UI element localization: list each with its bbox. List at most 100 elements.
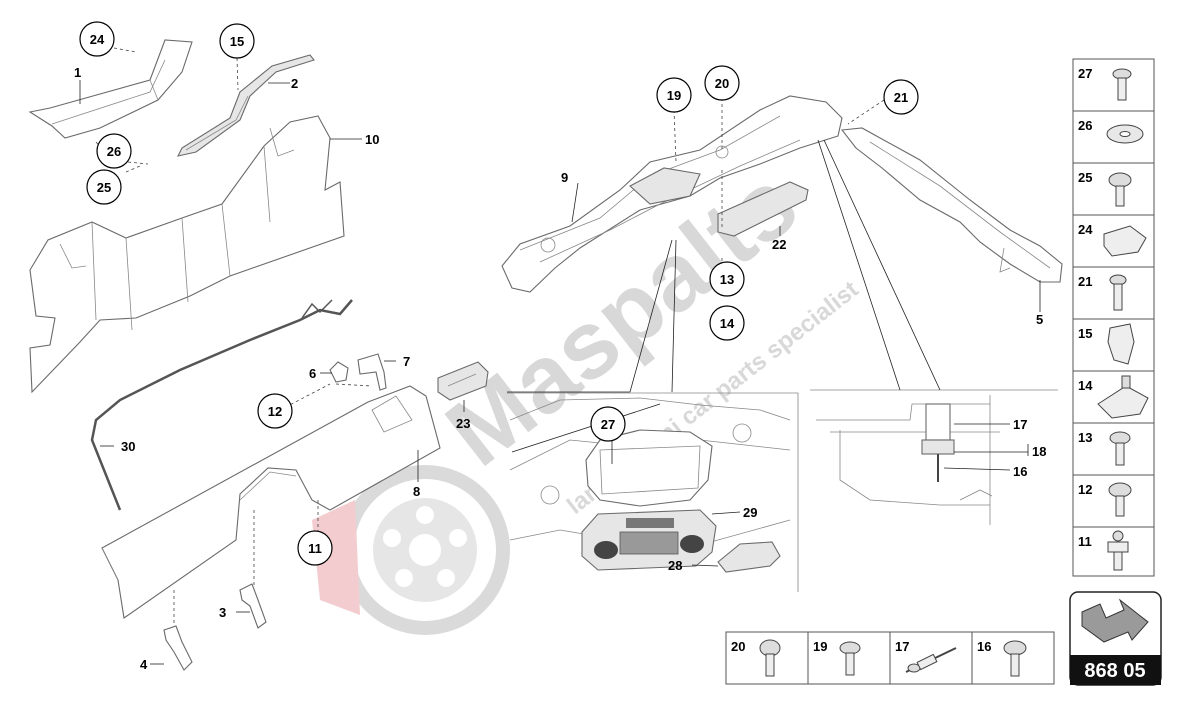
washer-icon (1106, 124, 1144, 144)
hw-cell-24[interactable]: 24 (1072, 214, 1155, 268)
label-30[interactable]: 30 (121, 439, 135, 454)
part-30-cable (90, 299, 353, 511)
hw-label-15: 15 (1078, 326, 1092, 341)
label-16[interactable]: 16 (1013, 464, 1027, 479)
hw-label-19: 19 (813, 639, 827, 654)
hw-cell-15[interactable]: 15 (1072, 318, 1155, 372)
label-18[interactable]: 18 (1032, 444, 1046, 459)
part-9-roof-lining (501, 95, 843, 293)
label-4[interactable]: 4 (140, 657, 148, 672)
label-1[interactable]: 1 (74, 65, 81, 80)
callout-21[interactable]: 21 (883, 79, 919, 115)
watermark-wheel-logo (312, 465, 510, 635)
hw-cell-16[interactable]: 16 (971, 631, 1055, 685)
part-22-sun-visor (717, 181, 809, 237)
part-2-trim-strip (176, 54, 315, 157)
part-3-bracket (239, 583, 267, 629)
callout-26[interactable]: 26 (96, 133, 132, 169)
hw-label-24: 24 (1078, 222, 1093, 237)
rivet-icon (759, 639, 781, 677)
catalog-code: 868 05 (1084, 660, 1145, 682)
callout-26-label: 26 (107, 144, 121, 159)
label-28[interactable]: 28 (668, 558, 682, 573)
hw-cell-25[interactable]: 25 (1072, 162, 1155, 216)
label-9[interactable]: 9 (561, 170, 568, 185)
hw-label-21: 21 (1078, 274, 1092, 289)
hw-cell-26[interactable]: 26 (1072, 110, 1155, 164)
hw-cell-12[interactable]: 12 (1072, 474, 1155, 528)
callout-27-label: 27 (601, 417, 615, 432)
screw-icon (1109, 431, 1131, 466)
part-6-clip (329, 361, 349, 383)
callout-13-label: 13 (720, 272, 734, 287)
part-4-bracket (163, 625, 193, 671)
hw-label-12: 12 (1078, 482, 1092, 497)
hw-cell-19[interactable]: 19 (807, 631, 891, 685)
stud-icon (1107, 530, 1129, 571)
label-2[interactable]: 2 (291, 76, 298, 91)
detail-view-fastening (810, 389, 1058, 525)
screw-icon (1003, 640, 1027, 677)
callout-13[interactable]: 13 (709, 261, 745, 297)
label-3[interactable]: 3 (219, 605, 226, 620)
catalog-badge: 868 05 (1069, 591, 1162, 686)
label-7[interactable]: 7 (403, 354, 410, 369)
label-23[interactable]: 23 (456, 416, 470, 431)
callout-25-label: 25 (97, 180, 111, 195)
hardware-legend-column: 27 26 25 24 21 15 14 (1072, 58, 1155, 577)
hw-cell-13[interactable]: 13 (1072, 422, 1155, 476)
spring-clip-icon (1107, 323, 1135, 365)
hw-label-13: 13 (1078, 430, 1092, 445)
callout-24[interactable]: 24 (79, 21, 115, 57)
hw-label-16: 16 (977, 639, 991, 654)
callout-11[interactable]: 11 (297, 530, 333, 566)
label-6[interactable]: 6 (309, 366, 316, 381)
callout-25[interactable]: 25 (86, 169, 122, 205)
screw-icon (1108, 482, 1132, 517)
callout-12-label: 12 (268, 404, 282, 419)
callout-20-label: 20 (715, 76, 729, 91)
label-8[interactable]: 8 (413, 484, 420, 499)
hw-label-17: 17 (895, 639, 909, 654)
screw-icon (839, 641, 861, 676)
hw-label-25: 25 (1078, 170, 1092, 185)
hw-label-14: 14 (1078, 378, 1093, 393)
hw-label-27: 27 (1078, 66, 1092, 81)
callout-12[interactable]: 12 (257, 393, 293, 429)
part-5-rear-trim (840, 127, 1063, 283)
part-29-interior-light (581, 509, 717, 571)
label-29[interactable]: 29 (743, 505, 757, 520)
clip-icon (1103, 225, 1147, 257)
hw-cell-20[interactable]: 20 (725, 631, 809, 685)
callout-24-label: 24 (90, 32, 105, 47)
hw-cell-27[interactable]: 27 (1072, 58, 1155, 112)
hw-cell-17[interactable]: 17 (889, 631, 973, 685)
callout-27[interactable]: 27 (590, 406, 626, 442)
direction-arrow-icon (1081, 598, 1149, 643)
label-17[interactable]: 17 (1013, 417, 1027, 432)
callout-11-label: 11 (308, 541, 322, 556)
hw-cell-21[interactable]: 21 (1072, 266, 1155, 320)
part-1-trim-panel (28, 39, 193, 139)
hw-cell-14[interactable]: 14 (1072, 370, 1155, 424)
hardware-legend-row: 20 19 17 16 (725, 631, 1055, 685)
callout-14[interactable]: 14 (709, 305, 745, 341)
callout-15-label: 15 (230, 34, 244, 49)
label-5[interactable]: 5 (1036, 312, 1043, 327)
part-8-side-panel (101, 385, 441, 619)
detail-view-roof-console (507, 392, 799, 592)
part-7-bracket (357, 353, 387, 391)
bolt-icon (1112, 68, 1132, 101)
part-labels: 1 2 10 9 22 5 6 7 23 30 8 29 28 3 4 17 1… (74, 65, 1046, 672)
callout-15[interactable]: 15 (219, 23, 255, 59)
label-22[interactable]: 22 (772, 237, 786, 252)
hw-cell-11[interactable]: 11 (1072, 526, 1155, 577)
callout-19[interactable]: 19 (656, 77, 692, 113)
label-10[interactable]: 10 (365, 132, 379, 147)
callout-14-label: 14 (720, 316, 735, 331)
leader-lines (79, 47, 1041, 665)
part-28-cover (717, 541, 781, 573)
callout-20[interactable]: 20 (704, 65, 740, 101)
part-23-switch (437, 361, 489, 401)
